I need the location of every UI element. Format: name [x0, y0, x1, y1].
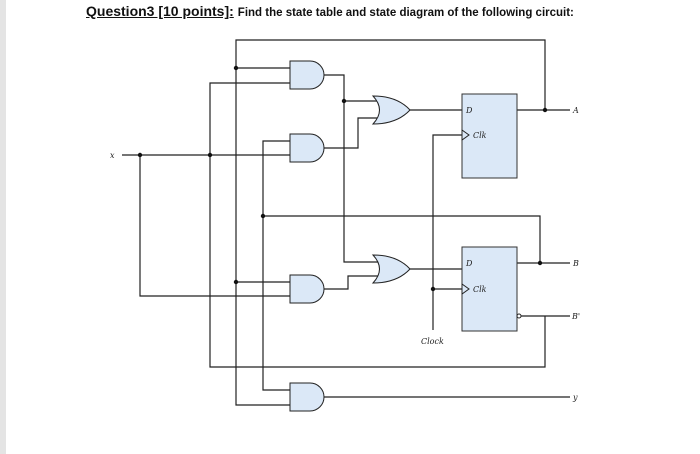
wire-and1-out: [324, 74, 378, 263]
question-text: Find the state table and state diagram o…: [237, 7, 574, 19]
ff-a-clk-label: Clk: [473, 131, 487, 140]
junction-dot: [233, 65, 239, 71]
wire-a-feedback: [235, 39, 546, 406]
and-gate-5: [289, 382, 325, 412]
wire-b-to-and5: [262, 216, 290, 391]
ff-a-d-label: D: [465, 106, 473, 115]
input-x-label: x: [110, 151, 115, 160]
ff-b-d-label: D: [465, 259, 473, 268]
and-gate-2: [289, 133, 325, 163]
flip-flop-a: [461, 93, 518, 179]
junction-dot: [537, 260, 543, 266]
wire-and2-out: [324, 117, 378, 149]
or-gate-2: [371, 254, 411, 284]
output-y-label: y: [572, 393, 578, 402]
and-gate-1: [289, 60, 325, 90]
junction-dot: [430, 286, 436, 292]
left-margin-strip: [0, 0, 6, 454]
question-number: Question3 [10 points]:: [86, 3, 234, 19]
wire-and4-out: [324, 275, 378, 290]
or-gate-1: [371, 95, 411, 125]
junction-dot: [233, 279, 239, 285]
junction-dot: [341, 98, 347, 104]
wire-x-to-and4: [139, 155, 290, 297]
inversion-bubble-icon: [516, 313, 522, 319]
junction-dot: [207, 152, 213, 158]
wire-clock: [432, 134, 462, 330]
junction-dot: [542, 107, 548, 113]
clock-triangle-icon: [461, 129, 470, 141]
and-gate-4: [289, 274, 325, 304]
wire-x-to-and1: [209, 82, 290, 155]
output-b-prime-label: B': [571, 312, 580, 321]
question-heading: Question3 [10 points]:Find the state tab…: [86, 3, 574, 21]
wire-x-to-and5: [209, 155, 546, 368]
clock-label: Clock: [421, 337, 444, 346]
clock-triangle-icon: [461, 283, 470, 295]
junction-dot: [260, 213, 266, 219]
ff-b-clk-label: Clk: [473, 285, 487, 294]
output-b-label: B: [572, 259, 579, 268]
junction-dot: [137, 152, 143, 158]
output-a-label: A: [572, 106, 579, 115]
